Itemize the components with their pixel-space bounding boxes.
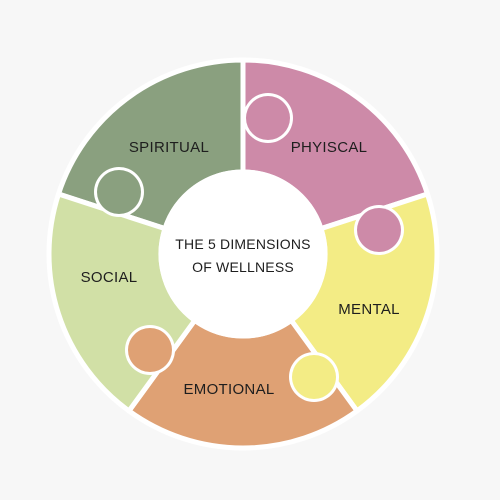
label-physical: PHYISCAL [291, 139, 368, 156]
center-circle [158, 169, 328, 339]
tab-spiritual [97, 170, 141, 214]
tab-mental [357, 208, 401, 252]
center-title-line-2: OF WELLNESS [192, 259, 294, 275]
center-title-line-1: THE 5 DIMENSIONS [175, 236, 310, 252]
puzzle-tabs [94, 93, 404, 402]
label-emotional: EMOTIONAL [183, 381, 274, 398]
label-spiritual: SPIRITUAL [129, 139, 209, 156]
tab-emotional [128, 328, 172, 372]
label-mental: MENTAL [338, 301, 400, 318]
tab-physical [246, 96, 290, 140]
label-social: SOCIAL [81, 269, 138, 286]
tab-social [292, 355, 336, 399]
